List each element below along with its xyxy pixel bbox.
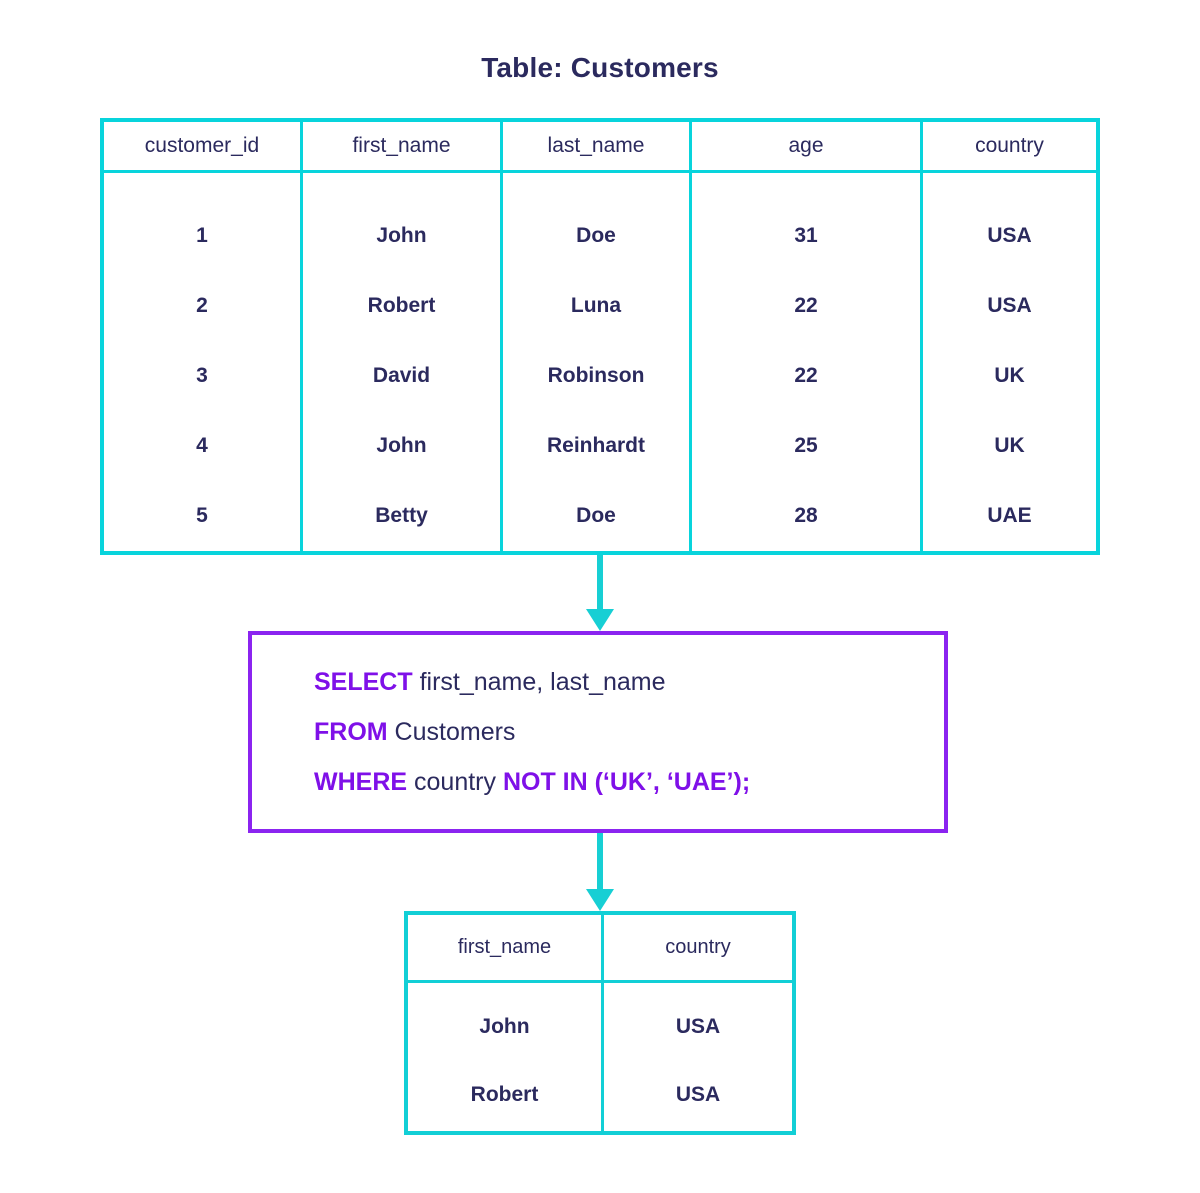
result-header-label: country: [665, 936, 731, 958]
sql-select-columns: first_name, last_name: [412, 668, 666, 696]
table-cell: Doe: [576, 504, 616, 527]
source-body-column-customer-id: 1 2 3 4 5: [104, 173, 303, 551]
source-body-column-age: 31 22 22 25 28: [692, 173, 923, 551]
sql-line-where: WHERE country NOT IN (‘UK’, ‘UAE’);: [314, 757, 944, 807]
arrow-head: [586, 889, 614, 911]
table-cell: 25: [794, 434, 818, 457]
sql-query-box: SELECT first_name, last_name FROM Custom…: [248, 631, 948, 833]
source-header-label: country: [975, 134, 1044, 157]
table-cell: Betty: [375, 504, 428, 527]
table-cell: 31: [794, 224, 818, 247]
source-header-label: age: [692, 122, 923, 170]
table-cell: 5: [196, 504, 208, 527]
table-cell: John: [376, 224, 427, 247]
sql-where-column: country: [407, 768, 503, 796]
table-cell: UAE: [987, 504, 1032, 527]
table-cell: USA: [987, 224, 1032, 247]
source-table-customers: customer_id first_name last_name age cou…: [100, 118, 1100, 555]
result-table: first_name country John Robert USA USA: [404, 911, 796, 1135]
result-table-body: John Robert USA USA: [408, 983, 792, 1131]
table-cell: Reinhardt: [546, 434, 645, 457]
table-cell: 28: [794, 504, 818, 527]
sql-keyword-select: SELECT: [314, 668, 413, 696]
table-cell: Doe: [576, 224, 616, 247]
source-column-last-name: last_name: [503, 122, 692, 170]
table-cell: UK: [994, 364, 1025, 387]
arrow-shaft: [597, 555, 603, 611]
result-table-header-row: first_name country: [408, 915, 792, 983]
source-column-customer-id: customer_id: [104, 122, 303, 170]
sql-line-select: SELECT first_name, last_name: [314, 657, 944, 707]
arrow-query-to-result-icon: [580, 833, 620, 913]
sql-keyword-where: WHERE: [314, 768, 408, 796]
arrow-shaft: [597, 833, 603, 891]
table-cell: USA: [675, 1015, 721, 1038]
source-body-column-last-name: Doe Luna Robinson Reinhardt Doe: [503, 173, 692, 551]
table-cell: Robinson: [547, 364, 645, 387]
table-cell: USA: [675, 1083, 721, 1106]
table-cell: USA: [987, 294, 1032, 317]
table-cell: 22: [794, 294, 818, 317]
result-body-column-country: USA USA: [604, 983, 792, 1131]
table-cell: 2: [196, 294, 208, 317]
result-column-first-name: first_name: [408, 915, 604, 980]
sql-line-from: FROM Customers: [314, 707, 944, 757]
table-cell: Luna: [570, 294, 622, 317]
arrow-table-to-query-icon: [580, 555, 620, 631]
result-column-country: country: [604, 915, 792, 980]
source-column-country: country: [923, 122, 1096, 170]
page-title: Table: Customers: [481, 52, 719, 83]
sql-keyword-not-in: NOT IN (‘UK’, ‘UAE’);: [502, 768, 751, 796]
result-header-label: first_name: [408, 915, 604, 980]
result-body-column-first-name: John Robert: [408, 983, 604, 1131]
source-body-column-country: USA USA UK UK UAE: [923, 173, 1096, 551]
arrow-head: [586, 609, 614, 631]
source-table-header-row: customer_id first_name last_name age cou…: [104, 122, 1096, 173]
table-cell: UK: [994, 434, 1025, 457]
sql-keyword-from: FROM: [314, 718, 388, 746]
source-table-body: 1 2 3 4 5 John Robert David John Betty D…: [104, 173, 1096, 551]
table-cell: 4: [196, 434, 208, 457]
table-cell: 22: [794, 364, 818, 387]
table-cell: Robert: [367, 294, 436, 317]
source-header-label: last_name: [503, 122, 692, 170]
table-cell: David: [372, 364, 431, 387]
source-column-first-name: first_name: [303, 122, 503, 170]
table-cell: 3: [196, 364, 208, 387]
source-body-column-first-name: John Robert David John Betty: [303, 173, 503, 551]
table-cell: 1: [196, 224, 208, 247]
source-header-label: customer_id: [104, 122, 303, 170]
table-cell: John: [479, 1015, 530, 1038]
sql-from-table: Customers: [387, 718, 516, 746]
source-header-label: first_name: [303, 122, 503, 170]
source-column-age: age: [692, 122, 923, 170]
table-cell: John: [376, 434, 427, 457]
table-cell: Robert: [470, 1083, 539, 1106]
